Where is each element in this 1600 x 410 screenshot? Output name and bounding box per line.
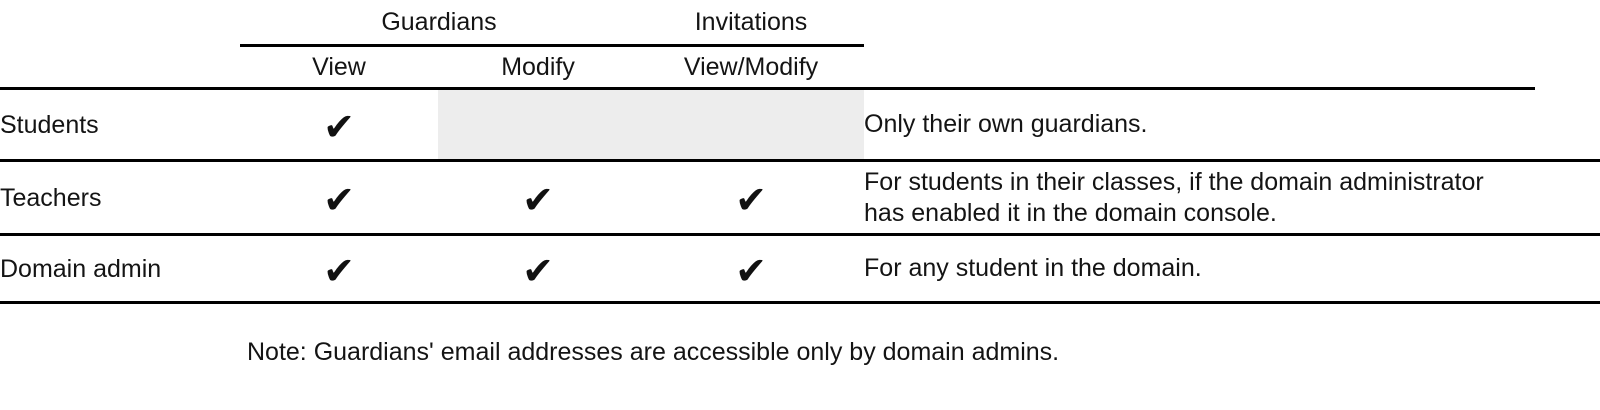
check-icon: ✔ bbox=[522, 248, 554, 293]
cell-teachers-guardians-modify: ✔ bbox=[438, 160, 639, 236]
cell-teachers-invitations: ✔ bbox=[638, 160, 865, 236]
column-group-guardians: Guardians bbox=[240, 0, 639, 47]
guardian-permissions-table: Guardians Invitations View Modify View/M… bbox=[0, 0, 1600, 304]
column-header-modify: Modify bbox=[438, 45, 639, 90]
column-header-description bbox=[864, 45, 1536, 90]
row-pad-students bbox=[1535, 88, 1600, 162]
cell-students-guardians-modify bbox=[438, 88, 639, 162]
table-row: Domain admin ✔ ✔ ✔ For any student in th… bbox=[0, 234, 1600, 304]
table-row: Teachers ✔ ✔ ✔ For students in their cla… bbox=[0, 160, 1600, 236]
check-icon: ✔ bbox=[323, 248, 355, 293]
check-icon: ✔ bbox=[522, 177, 554, 222]
column-group-invitations: Invitations bbox=[638, 0, 865, 47]
check-icon: ✔ bbox=[323, 104, 355, 149]
description-line: For any student in the domain. bbox=[864, 254, 1202, 282]
column-group-header-row: Guardians Invitations bbox=[0, 0, 1600, 47]
group-header-spacer bbox=[0, 0, 240, 46]
row-label-domain-admin: Domain admin bbox=[0, 234, 240, 304]
table-row: Students ✔ Only their own guardians. bbox=[0, 88, 1600, 162]
cell-teachers-description: For students in their classes, if the do… bbox=[864, 160, 1536, 236]
column-header-view: View bbox=[240, 45, 438, 90]
cell-domain-admin-invitations: ✔ bbox=[638, 234, 865, 304]
group-header-pad bbox=[1535, 0, 1600, 46]
table-note: Note: Guardians' email addresses are acc… bbox=[247, 338, 1060, 366]
cell-domain-admin-description: For any student in the domain. bbox=[864, 234, 1536, 304]
check-icon: ✔ bbox=[323, 177, 355, 222]
row-label-teachers: Teachers bbox=[0, 160, 240, 236]
description-line: has enabled it in the domain console. bbox=[864, 198, 1277, 227]
row-pad-teachers bbox=[1535, 160, 1600, 236]
cell-domain-admin-guardians-view: ✔ bbox=[240, 234, 438, 304]
cell-teachers-guardians-view: ✔ bbox=[240, 160, 438, 236]
row-label-students: Students bbox=[0, 88, 240, 162]
description-line: For students in their classes, if the do… bbox=[864, 167, 1484, 196]
cell-students-invitations bbox=[638, 88, 865, 162]
column-header-role bbox=[0, 45, 240, 90]
column-header-view-modify: View/Modify bbox=[638, 45, 865, 90]
description-line: Only their own guardians. bbox=[864, 110, 1148, 138]
row-pad-domain-admin bbox=[1535, 234, 1600, 304]
column-header-row: View Modify View/Modify bbox=[0, 45, 1600, 90]
group-header-desc-spacer bbox=[864, 0, 1535, 46]
cell-students-guardians-view: ✔ bbox=[240, 88, 438, 162]
check-icon: ✔ bbox=[735, 248, 767, 293]
cell-students-description: Only their own guardians. bbox=[864, 88, 1536, 162]
cell-domain-admin-guardians-modify: ✔ bbox=[438, 234, 639, 304]
column-header-pad bbox=[1535, 45, 1600, 89]
check-icon: ✔ bbox=[735, 177, 767, 222]
